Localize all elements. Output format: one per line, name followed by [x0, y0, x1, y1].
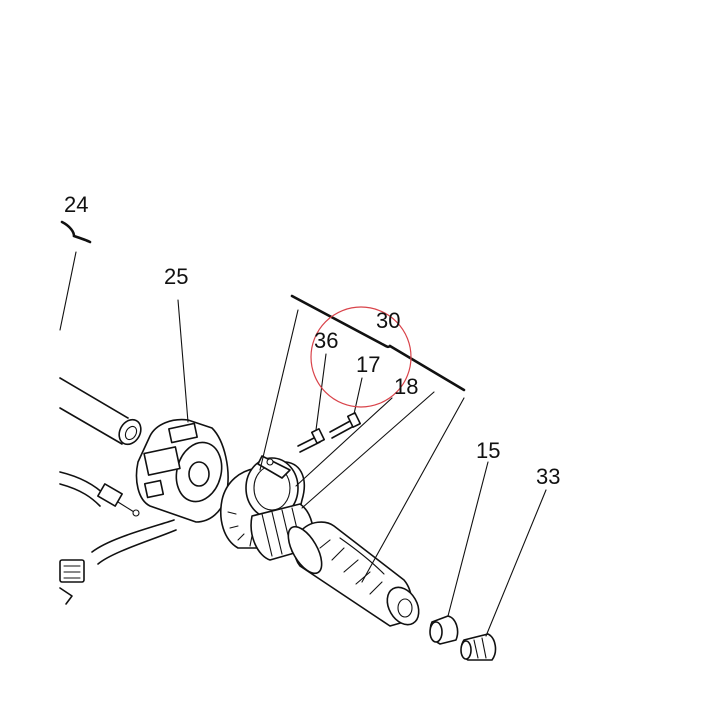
highlight-circle — [310, 306, 412, 408]
grip-end-plug — [429, 615, 459, 645]
label-18: 18 — [394, 374, 418, 399]
leader-33 — [485, 489, 547, 637]
label-36: 36 — [314, 328, 338, 353]
label-24: 24 — [64, 192, 88, 217]
label-30: 30 — [376, 308, 400, 333]
bar-end-cap — [460, 633, 497, 661]
leader-30-grip — [361, 397, 465, 583]
leader-24 — [59, 251, 77, 331]
screw-17 — [329, 412, 362, 439]
label-17: 17 — [356, 352, 380, 377]
hand-grip — [287, 521, 420, 627]
label-15: 15 — [476, 438, 500, 463]
leader-18-a — [295, 397, 393, 487]
throttle-cable — [59, 471, 140, 517]
switch-wire-harness — [59, 519, 177, 605]
label-33: 33 — [536, 464, 560, 489]
handlebar-tube — [59, 377, 142, 446]
leader-36 — [315, 353, 327, 431]
screw-36 — [297, 428, 326, 453]
leader-18-b — [301, 391, 435, 509]
leader-25 — [177, 299, 189, 423]
leader-15 — [447, 461, 489, 617]
label-25: 25 — [164, 264, 188, 289]
bracket-30 — [290, 294, 466, 392]
switch-housing — [135, 418, 229, 523]
throttle-housing — [220, 455, 306, 549]
leader-30-housing — [259, 309, 299, 471]
leader-17 — [353, 377, 363, 415]
leader-lines — [59, 220, 547, 637]
bracket-24 — [60, 220, 92, 244]
